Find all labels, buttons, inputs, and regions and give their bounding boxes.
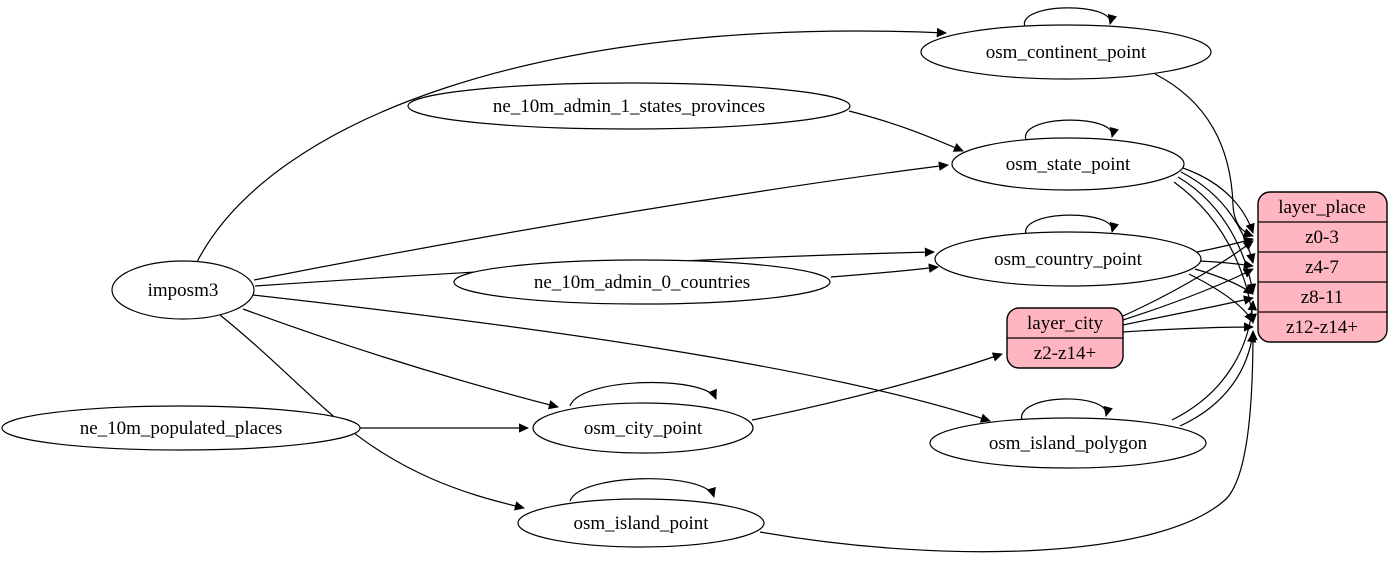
- osm-city-ellipse: [532, 402, 754, 454]
- edge-osm_country_point-layer_place-z12-z14: [1188, 273, 1254, 323]
- edge-imposm3-osm_island_polygon: [252, 294, 991, 423]
- ne-countries-ellipse: [453, 259, 831, 305]
- ne-states-label: ne_10m_admin_1_states_provinces: [493, 96, 765, 117]
- edge-imposm3-osm_continent_point: [196, 27, 947, 263]
- osm-country-label: osm_country_point: [994, 249, 1142, 270]
- edge-layer_city-layer_place-z0-3: [1122, 240, 1254, 317]
- osm-state-ellipse: [951, 137, 1185, 191]
- self-loop-osm_state_point: [1025, 119, 1119, 141]
- edge-osm_island_polygon-layer_place-z8-11: [1171, 300, 1258, 421]
- edge-layer_city-layer_place-z12-z14: [1122, 322, 1254, 333]
- osm-island-point-label: osm_island_point: [573, 513, 709, 534]
- layer-place-box: [1257, 191, 1388, 343]
- layer-place-row-z8-11: z8-11: [1301, 287, 1344, 308]
- self-loop-osm_city_point: [569, 381, 717, 407]
- node-osm_continent_point: osm_continent_point: [920, 24, 1212, 80]
- ne-places-ellipse: [1, 405, 361, 451]
- osm-island-polygon-label: osm_island_polygon: [989, 433, 1148, 454]
- osm-city-label: osm_city_point: [584, 418, 703, 439]
- node-imposm3: imposm3: [111, 260, 255, 320]
- edge-imposm3-osm_island_point: [219, 314, 525, 511]
- edge-ne_10m_admin_1_states_provinces-osm_state_point: [848, 110, 964, 152]
- self-loop-osm_island_point: [569, 478, 716, 502]
- node-osm_city_point: osm_city_point: [532, 402, 754, 454]
- edge-layer_city-layer_place-z4-7: [1122, 268, 1254, 321]
- edge-osm_island_polygon-layer_place-z12-z14: [1179, 332, 1257, 427]
- osm-country-ellipse: [934, 231, 1202, 287]
- node-osm_island_point: osm_island_point: [517, 498, 765, 548]
- imposm3-label: imposm3: [148, 280, 219, 301]
- edges-group: [196, 7, 1258, 553]
- edge-osm_continent_point-layer_place-z0-3: [1154, 73, 1254, 238]
- layer-city-title: layer_city: [1027, 313, 1103, 334]
- node-layer_city: layer_city z2-z14+: [1006, 307, 1124, 369]
- node-ne_10m_admin_0_countries: ne_10m_admin_0_countries: [453, 259, 831, 305]
- layer-place-row-z12-z14: z12-z14+: [1286, 317, 1358, 338]
- edge-osm_country_point-layer_place-z0-3: [1196, 236, 1254, 253]
- edge-osm_state_point-layer_place-z4-7: [1180, 171, 1256, 264]
- layer-place-row-z4-7: z4-7: [1305, 257, 1339, 278]
- ne-states-ellipse: [407, 82, 851, 130]
- edge-osm_state_point-layer_place-z0-3: [1182, 167, 1255, 234]
- self-loop-osm_country_point: [1025, 214, 1119, 236]
- edge-ne_10m_admin_0_countries-osm_country_point: [830, 263, 939, 278]
- osm-island-point-ellipse: [517, 498, 765, 548]
- node-ne_10m_admin_1_states_provinces: ne_10m_admin_1_states_provinces: [407, 82, 851, 130]
- node-layer_place: layer_place z0-3 z4-7 z8-11 z12-z14+: [1257, 191, 1388, 343]
- node-ne_10m_populated_places: ne_10m_populated_places: [1, 405, 361, 451]
- self-loop-osm_island_polygon: [1021, 398, 1113, 422]
- osm-continent-ellipse: [920, 24, 1212, 80]
- layer-city-row-z2-z14: z2-z14+: [1034, 343, 1096, 364]
- edge-layer_city-layer_place-z8-11: [1122, 295, 1254, 326]
- edge-osm_country_point-layer_place-z8-11: [1194, 268, 1254, 295]
- ne-places-label: ne_10m_populated_places: [80, 418, 283, 439]
- node-osm_state_point: osm_state_point: [951, 137, 1185, 191]
- layer-place-title: layer_place: [1278, 197, 1366, 218]
- self-loop-osm_continent_point: [1024, 7, 1117, 28]
- imposm3-ellipse: [111, 260, 255, 320]
- edge-osm_state_point-layer_place-z8-11: [1177, 176, 1257, 294]
- edge-imposm3-osm_city_point: [242, 308, 559, 410]
- layer-place-row-z0-3: z0-3: [1305, 227, 1339, 248]
- osm-state-label: osm_state_point: [1006, 154, 1131, 175]
- osm-continent-label: osm_continent_point: [986, 42, 1147, 63]
- edge-osm_city_point-layer_city-z2-z14: [751, 352, 1003, 421]
- node-osm_country_point: osm_country_point: [934, 231, 1202, 287]
- edge-osm_island_point-layer_place-z12-z14: [759, 330, 1258, 553]
- nodes-group: imposm3 ne_10m_admin_1_states_provinces …: [1, 24, 1388, 548]
- edge-imposm3-osm_state_point: [253, 161, 949, 281]
- edge-osm_country_point-layer_place-z4-7: [1198, 259, 1254, 270]
- osm-island-polygon-ellipse: [929, 417, 1207, 469]
- node-osm_island_polygon: osm_island_polygon: [929, 417, 1207, 469]
- ne-countries-label: ne_10m_admin_0_countries: [534, 272, 750, 293]
